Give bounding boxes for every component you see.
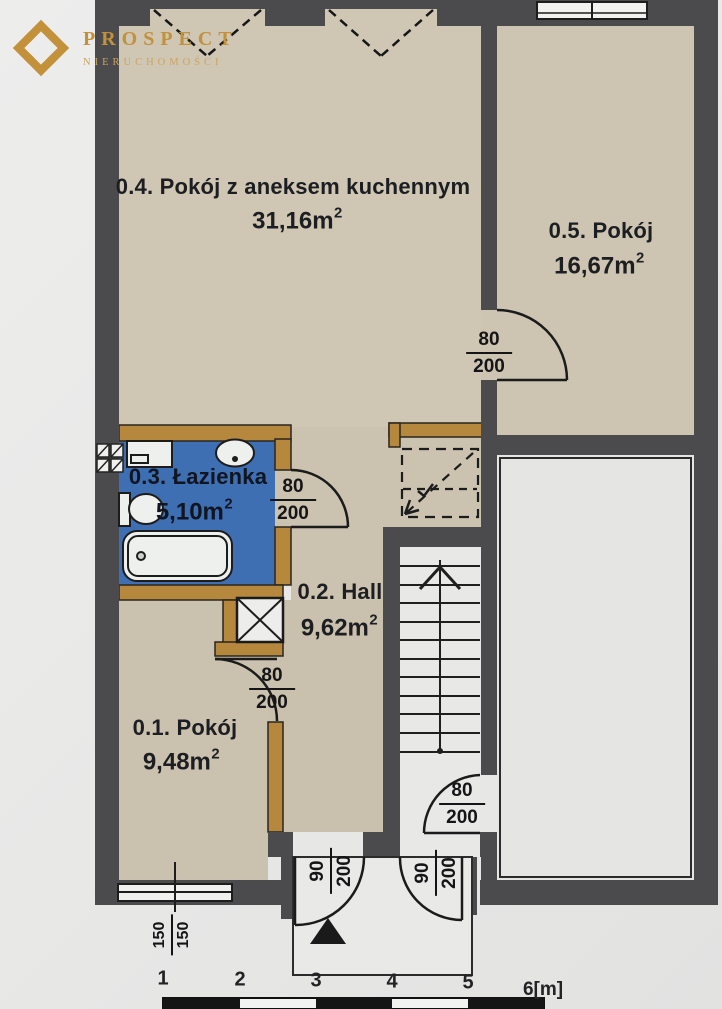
- door-swings: [214, 308, 569, 927]
- scale-tick-3: 3: [310, 969, 322, 992]
- scale-tick-5: 5: [462, 971, 474, 994]
- room-area-0-3: 5,10m2: [155, 496, 233, 526]
- door-entrance-left: [293, 856, 366, 927]
- sink: [215, 438, 255, 468]
- door-bathroom: [290, 468, 350, 529]
- scale-tick-2: 2: [234, 968, 246, 991]
- door-size-label-landing: 80 200: [439, 781, 485, 827]
- bathtub: [122, 530, 233, 582]
- room-name-0-4: 0.4. Pokój z aneksem kuchennym: [115, 174, 471, 199]
- door-room-0-5: [496, 308, 569, 382]
- room-fills: [119, 8, 694, 880]
- meter-boxes: [96, 443, 124, 473]
- shaft-box: [235, 596, 285, 644]
- entrance-arrow: [310, 918, 346, 944]
- scale-tick-4: 4: [386, 970, 398, 993]
- partition-walls: [118, 422, 484, 833]
- room-name-0-3: 0.3. Łazienka: [128, 464, 268, 489]
- room-name-0-1: 0.1. Pokój: [132, 715, 238, 740]
- room-area-0-4: 31,16m2: [252, 205, 343, 235]
- brand-tagline: NIERUCHOMOŚCI: [83, 57, 223, 68]
- bathroom-fixtures: [118, 438, 255, 582]
- door-entrance-right: [398, 856, 464, 922]
- door-room-0-1: [214, 657, 279, 722]
- stairs-up-arrow: [418, 564, 462, 591]
- room-name-0-5: 0.5. Pokój: [548, 218, 654, 243]
- door-landing: [422, 773, 481, 835]
- room-area-0-1: 9,48m2: [142, 746, 220, 776]
- brand-logo-icon: [12, 19, 70, 77]
- door-size-label-entrance-left: 90 200: [307, 848, 355, 894]
- door-size-label-entrance-right: 90 200: [412, 850, 460, 896]
- window-size-label-room-0-1: 150 150: [151, 914, 192, 956]
- window-0-4-left: [153, 9, 262, 57]
- room-area-0-2: 9,62m2: [300, 612, 378, 642]
- white-areas: [292, 455, 694, 976]
- room-area-0-5: 16,67m2: [554, 250, 645, 280]
- windows: [117, 1, 648, 912]
- window-0-4-right: [328, 9, 434, 57]
- door-size-label-room-0-5: 80 200: [466, 330, 512, 376]
- window-0-5: [536, 1, 648, 20]
- door-size-label-room-0-1: 80 200: [249, 666, 295, 712]
- window-0-1: [117, 862, 233, 912]
- staircase: [400, 560, 480, 754]
- brand-name: PROSPECT: [83, 28, 238, 50]
- scale-unit-label: 6[m]: [522, 979, 564, 1000]
- scale-tick-1: 1: [157, 967, 169, 990]
- room-name-0-2: 0.2. Hall: [297, 579, 383, 604]
- toilet-bowl: [128, 493, 164, 525]
- scale-bar: [162, 997, 545, 1009]
- door-size-label-bathroom: 80 200: [270, 477, 316, 523]
- overhead-stairs-outline: [400, 447, 480, 519]
- brand-logo: PROSPECT NIERUCHOMOŚCI: [12, 17, 238, 79]
